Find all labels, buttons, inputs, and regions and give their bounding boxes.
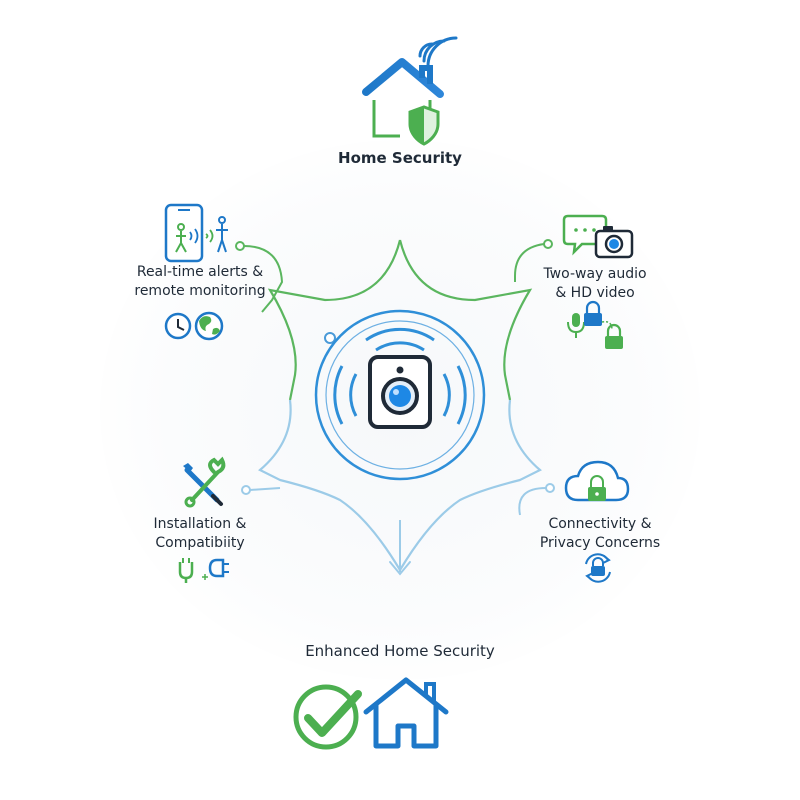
sync-lock-icon bbox=[585, 553, 611, 583]
feature-label-twoway: Two-way audio & HD video bbox=[515, 265, 675, 303]
feature-label-install: Installation & Compatibiity bbox=[115, 515, 285, 553]
star-outline bbox=[258, 239, 542, 576]
feature-label-line: Installation & bbox=[153, 516, 247, 532]
connector-realtime bbox=[235, 241, 284, 313]
clock-icon bbox=[164, 312, 192, 340]
feature-label-line: Real-time alerts & bbox=[136, 264, 264, 280]
plug-icon bbox=[178, 558, 208, 583]
feature-label-line: Connectivity & bbox=[548, 516, 652, 532]
house-shield-wifi-icon bbox=[362, 36, 458, 146]
connector-install bbox=[241, 485, 281, 495]
globe-icon bbox=[194, 311, 224, 341]
feature-label-line: remote monitoring bbox=[134, 283, 266, 299]
security-camera-icon bbox=[368, 355, 432, 429]
ring-node bbox=[324, 332, 336, 344]
feature-label-realtime: Real-time alerts & remote monitoring bbox=[110, 263, 290, 301]
check-circle-icon bbox=[293, 684, 362, 750]
camera-icon bbox=[594, 226, 634, 259]
feature-label-line: Privacy Concerns bbox=[539, 535, 661, 551]
feature-label-line: Compatibiity bbox=[155, 535, 245, 551]
cloud-lock-icon bbox=[564, 460, 630, 502]
header-title: Home Security bbox=[338, 149, 462, 167]
padlock-icon bbox=[584, 300, 623, 349]
feature-label-line: Two-way audio bbox=[543, 266, 647, 282]
wrench-screwdriver-icon bbox=[183, 456, 226, 508]
house-outline-icon bbox=[363, 677, 449, 749]
connector-twoway bbox=[514, 239, 553, 282]
feature-label-privacy: Connectivity & Privacy Concerns bbox=[510, 515, 690, 553]
feature-label-line: & HD video bbox=[555, 285, 635, 301]
footer-title: Enhanced Home Security bbox=[305, 642, 495, 660]
phone-user-icon bbox=[164, 203, 228, 263]
center-rings bbox=[314, 309, 486, 481]
socket-icon bbox=[208, 558, 229, 578]
connector-privacy bbox=[518, 483, 555, 516]
microphone-icon bbox=[567, 313, 585, 338]
